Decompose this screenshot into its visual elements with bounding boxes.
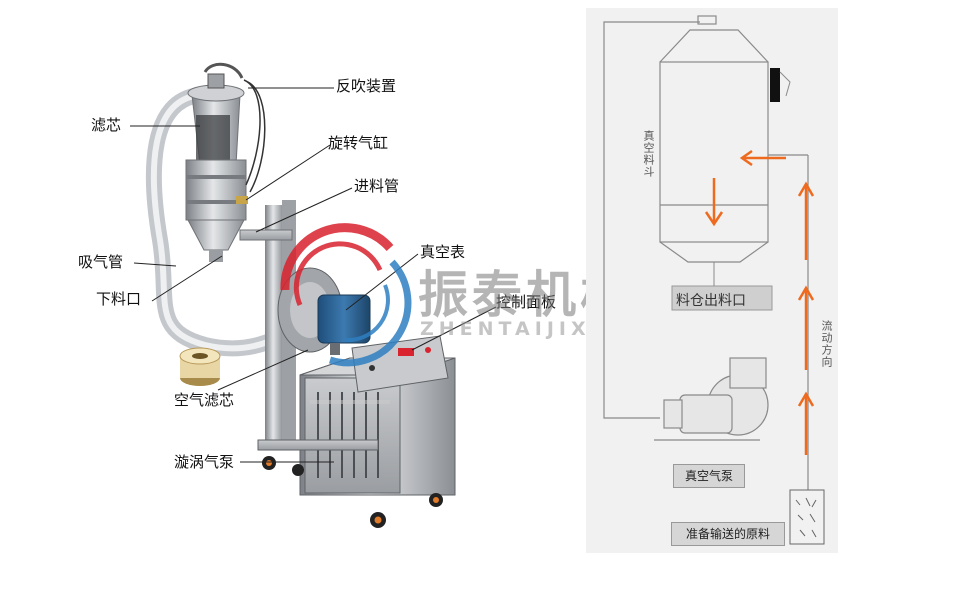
label-back-blow-device: 反吹装置	[336, 77, 397, 95]
label-raw-material: 准备输送的原料	[671, 522, 785, 546]
label-feed-pipe: 进料管	[354, 177, 400, 195]
hopper-down-arrow	[704, 178, 724, 227]
label-rotary-cylinder: 旋转气缸	[328, 134, 389, 152]
base-frame	[257, 439, 379, 451]
label-control-panel: 控制面板	[496, 293, 557, 311]
return-air-line	[603, 21, 700, 419]
leader-discharge-port	[151, 255, 223, 302]
control-panel-box	[351, 335, 449, 393]
flow-up-arrows	[797, 181, 815, 455]
label-vortex-pump: 漩涡气泵	[174, 453, 235, 471]
air-filter-cartridge	[179, 347, 221, 386]
hopper-outlet-bar	[671, 285, 773, 311]
leader-rotary-cylinder	[245, 144, 331, 201]
watermark-brand-en: ZHENTAIJIXIE	[420, 318, 621, 340]
leader-air-filter	[217, 349, 309, 391]
label-suction-pipe: 吸气管	[78, 253, 124, 271]
label-discharge-port: 下料口	[96, 290, 142, 308]
cabinet-vents	[317, 392, 379, 478]
pump-motor	[317, 294, 371, 344]
inlet-arrow	[739, 149, 786, 167]
label-air-filter: 空气滤芯	[174, 391, 235, 409]
leader-suction-pipe	[133, 262, 177, 267]
label-filter-core: 滤芯	[91, 116, 122, 134]
brand-logo-icon	[280, 223, 412, 367]
label-vacuum-pump: 真空气泵	[673, 464, 745, 488]
label-vacuum-hopper: 真空料斗	[642, 130, 655, 178]
label-hopper-outlet: 料仓出料口	[676, 293, 746, 309]
leader-vacuum-gauge	[345, 253, 419, 311]
leader-control-panel	[411, 306, 497, 351]
caster-wheels	[262, 456, 443, 528]
flow-schematic-panel	[586, 8, 838, 553]
feed-pipe-shape	[239, 229, 293, 241]
label-flow-direction: 流动方向	[820, 320, 833, 368]
raw-material-pile	[789, 489, 825, 545]
machine-frame	[265, 205, 283, 445]
vacuum-pump-sketch	[654, 357, 769, 441]
leader-feed-pipe	[255, 187, 353, 233]
label-vacuum-gauge: 真空表	[420, 243, 466, 261]
